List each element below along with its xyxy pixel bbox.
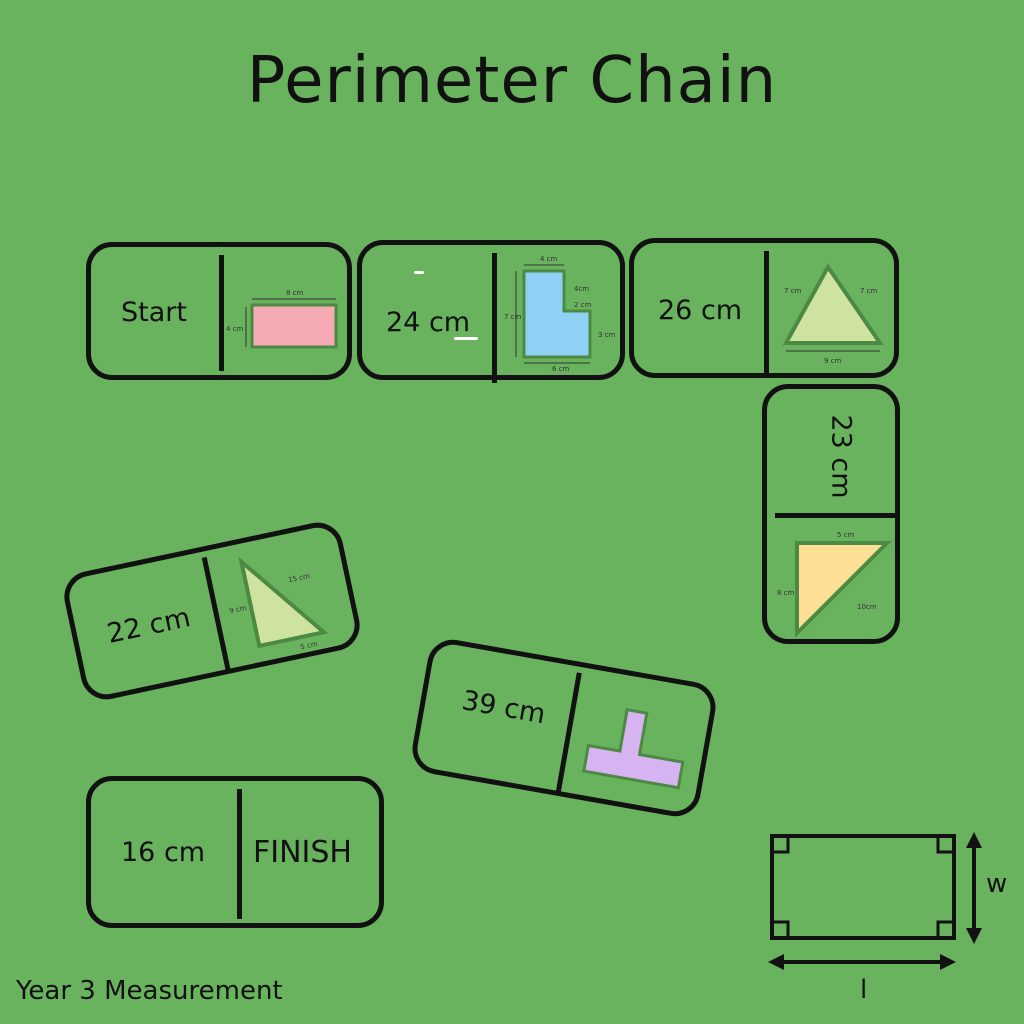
width-label: w (986, 869, 1007, 899)
l-shape-shape: 4 cm 4cm 2 cm 7 cm 3 cm 6 cm (504, 255, 616, 373)
rectangle-shape: 8 cm 4 cm (226, 289, 338, 349)
footer-caption: Year 3 Measurement (16, 976, 283, 1006)
rectangle-legend-diagram: w l (768, 832, 1007, 1005)
domino-answer: 22 cm (104, 602, 194, 650)
t-shape-shape (582, 707, 685, 790)
domino-divider (775, 513, 895, 518)
right-triangle-shape: 5 cm 8 cm 10cm (777, 531, 892, 638)
domino-22cm: 22 cm 9 cm 15 cm 5 cm (59, 517, 365, 705)
dim-label: 7 cm (860, 287, 878, 295)
chalk-mark (454, 337, 478, 340)
triangle-shape: 7 cm 7 cm 9 cm (782, 263, 884, 365)
dim-label: 5 cm (300, 640, 319, 651)
dim-label: 2 cm (574, 301, 592, 309)
dim-label: 10cm (857, 603, 877, 611)
domino-answer: 26 cm (658, 295, 743, 326)
domino-24cm: 24 cm 4 cm 4cm 2 cm 7 cm 3 cm 6 cm (357, 240, 625, 383)
dim-label: 15 cm (287, 572, 310, 584)
domino-answer: 39 cm (459, 685, 548, 731)
dim-label: 4 cm (226, 325, 244, 333)
page-title: Perimeter Chain (246, 44, 778, 118)
finish-label: FINISH (253, 835, 352, 870)
dim-label: 4 cm (540, 255, 558, 263)
domino-answer: 24 cm (386, 307, 471, 338)
domino-answer: Start (121, 297, 187, 328)
domino-divider (492, 253, 497, 383)
domino-divider (764, 251, 769, 375)
domino-divider (237, 789, 242, 919)
dim-label: 3 cm (598, 331, 616, 339)
domino-answer: 23 cm (825, 414, 857, 499)
dim-label: 9 cm (229, 604, 248, 615)
chalk-mark (414, 271, 424, 274)
domino-26cm: 26 cm 7 cm 7 cm 9 cm (629, 238, 899, 378)
domino-divider (219, 255, 224, 371)
domino-answer: 16 cm (121, 837, 206, 868)
dim-label: 8 cm (286, 289, 304, 297)
scalene-triangle-shape: 9 cm 15 cm 5 cm (229, 556, 329, 651)
domino-39cm: 39 cm (408, 635, 720, 821)
dim-label: 8 cm (777, 589, 795, 597)
dim-label: 5 cm (837, 531, 855, 539)
dim-label: 7 cm (504, 313, 522, 321)
dim-label: 6 cm (552, 365, 570, 373)
length-label: l (860, 975, 867, 1005)
domino-23cm: 23 cm 5 cm 8 cm 10cm (762, 384, 900, 644)
dim-label: 7 cm (784, 287, 802, 295)
dim-label: 4cm (574, 285, 589, 293)
domino-start: Start 8 cm 4 cm (86, 242, 352, 380)
domino-finish: 16 cm FINISH (86, 776, 384, 928)
dim-label: 9 cm (824, 357, 842, 365)
